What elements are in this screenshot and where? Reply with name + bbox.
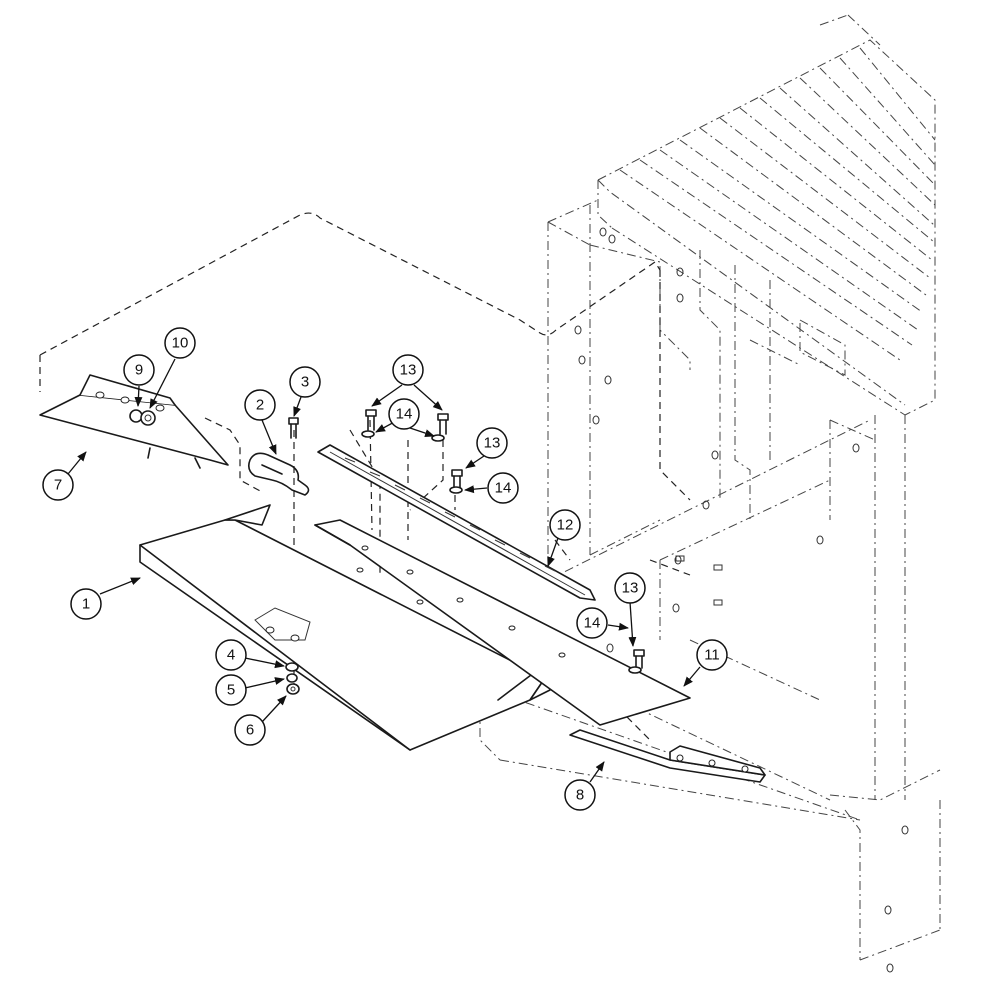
callout-5: 5 xyxy=(215,674,247,706)
parts-4-5-6-hardware xyxy=(285,662,300,695)
bolts-13-washers-14 xyxy=(361,409,645,674)
callout-4: 4 xyxy=(215,639,247,671)
phantom-shield-outline xyxy=(39,212,661,356)
callout-13-label: 13 xyxy=(400,362,417,379)
part-2-clip xyxy=(248,452,310,496)
callout-14-label: 14 xyxy=(396,406,413,423)
part-12-hinge-strip xyxy=(317,444,596,601)
callout-14-label: 14 xyxy=(495,480,512,497)
callout-5-label: 5 xyxy=(227,682,235,699)
callout-3: 3 xyxy=(289,366,321,398)
callout-6-label: 6 xyxy=(246,722,254,739)
callout-13-label: 13 xyxy=(484,435,501,452)
callout-6: 6 xyxy=(234,714,266,746)
callout-2-label: 2 xyxy=(256,397,264,414)
callout-11-label: 11 xyxy=(704,647,720,664)
callout-14: 14 xyxy=(388,398,420,430)
callout-3-label: 3 xyxy=(301,374,309,391)
callout-9-label: 9 xyxy=(135,362,143,379)
callout-8-label: 8 xyxy=(576,787,584,804)
part-3-bolt xyxy=(288,417,299,439)
part-1-shield-plate xyxy=(139,504,553,751)
callout-7-label: 7 xyxy=(54,477,62,494)
parts-9-10-hardware xyxy=(129,409,156,426)
callout-13: 13 xyxy=(614,572,646,604)
callout-1: 1 xyxy=(70,588,102,620)
callout-12: 12 xyxy=(549,509,581,541)
part-8-right-bracket xyxy=(569,729,766,783)
callout-14-label: 14 xyxy=(584,615,601,632)
callout-13-label: 13 xyxy=(622,580,639,597)
part-7-left-bracket xyxy=(39,374,229,469)
callout-1-label: 1 xyxy=(82,596,90,613)
part-11-angle-plate xyxy=(314,519,691,726)
callout-4-label: 4 xyxy=(227,647,235,664)
callout-8: 8 xyxy=(564,779,596,811)
callout-14: 14 xyxy=(487,472,519,504)
callout-10-label: 10 xyxy=(172,335,189,352)
callout-13: 13 xyxy=(392,354,424,386)
callout-10: 10 xyxy=(164,327,196,359)
callout-12-label: 12 xyxy=(557,517,574,534)
callout-11: 11 xyxy=(696,639,728,671)
callout-14: 14 xyxy=(576,607,608,639)
callout-9: 9 xyxy=(123,354,155,386)
callout-13: 13 xyxy=(476,427,508,459)
callout-2: 2 xyxy=(244,389,276,421)
callout-7: 7 xyxy=(42,469,74,501)
machine-frame-phantom xyxy=(479,14,941,973)
leader-lines xyxy=(67,358,701,783)
